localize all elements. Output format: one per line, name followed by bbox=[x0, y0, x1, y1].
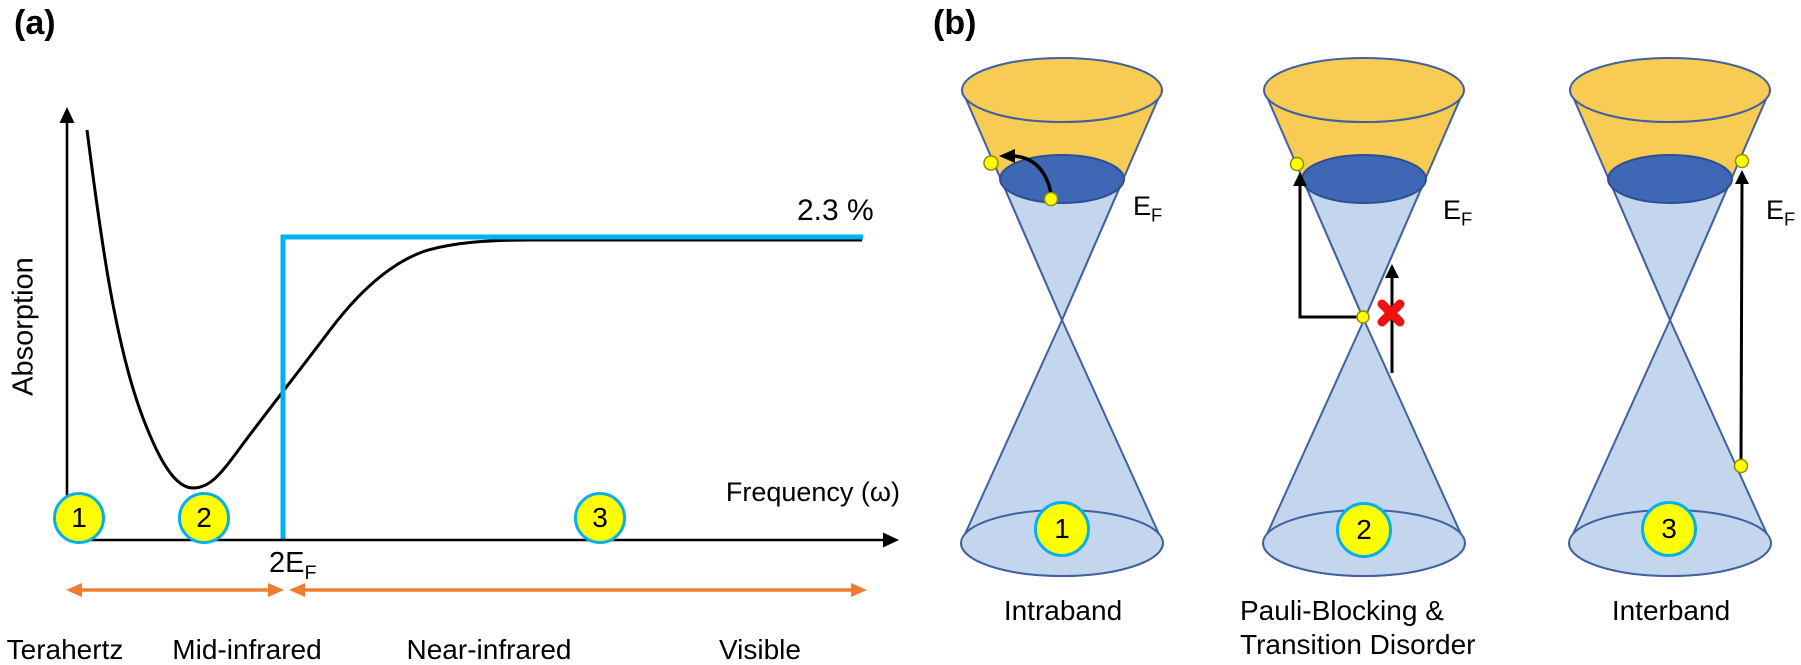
dirac-cone-2 bbox=[1261, 57, 1467, 577]
y-axis-arrowhead bbox=[59, 107, 75, 123]
cone-2-caption-line-1: Pauli-Blocking & bbox=[1240, 595, 1444, 626]
nearir-visible-range-arrow bbox=[289, 583, 867, 597]
cone-2-disorder-arrowhead bbox=[1293, 172, 1307, 186]
cone-3-interband-arrowhead bbox=[1735, 170, 1749, 184]
terahertz-midir-range-arrow bbox=[66, 583, 284, 597]
y-axis-title: Absorption bbox=[7, 257, 40, 396]
plot-marker-1: 1 bbox=[53, 492, 105, 544]
cone-2-number-badge: 2 bbox=[1336, 502, 1392, 558]
cone-1-number-badge: 1 bbox=[1034, 501, 1090, 557]
cone-3-caption: Interband bbox=[1611, 595, 1731, 626]
cone-1-electron-initial-dot bbox=[1043, 191, 1059, 207]
cone-1-fermi-level-label: EF bbox=[1133, 191, 1163, 226]
cone-3-electron-final-dot bbox=[1734, 153, 1750, 169]
cone-2-blocked-arrowhead bbox=[1385, 264, 1399, 278]
cone-2-disorder-transition-arrow bbox=[1298, 184, 1357, 319]
cone-2-electron-dirac-dot bbox=[1356, 310, 1370, 324]
absorption-curve bbox=[85, 129, 862, 490]
absorption-limit-label: 2.3 % bbox=[797, 194, 874, 227]
x-axis-title: Frequency (ω) bbox=[725, 477, 900, 507]
cone-2-electron-final-dot bbox=[1289, 156, 1305, 172]
cone-1-intraband-arrowhead bbox=[999, 149, 1015, 163]
region-label-mid-infrared: Mid-infrared bbox=[172, 634, 322, 665]
cone-1-top-opening bbox=[961, 57, 1163, 123]
region-label-near-infrared: Near-infrared bbox=[406, 634, 572, 665]
cone-2-caption-line-2: Transition Disorder bbox=[1240, 629, 1476, 660]
panel-b-label: (b) bbox=[933, 4, 977, 42]
plot-marker-2: 2 bbox=[178, 492, 230, 544]
cone-2-fermi-disk bbox=[1301, 154, 1427, 204]
step-function-line bbox=[280, 234, 863, 540]
cone-3-fermi-disk bbox=[1607, 154, 1733, 204]
cone-3-electron-initial-dot bbox=[1733, 458, 1749, 474]
plot-marker-3: 3 bbox=[574, 492, 626, 544]
cone-1-intraband-arrow bbox=[1011, 154, 1053, 194]
cone-3-interband-arrow bbox=[1739, 181, 1744, 463]
panel-a-label: (a) bbox=[14, 4, 56, 42]
x-axis-arrowhead bbox=[883, 532, 899, 548]
blocked-cross-icon bbox=[1377, 299, 1405, 327]
fermi-threshold-label: 2EF bbox=[269, 547, 317, 584]
cone-2-top-opening bbox=[1263, 57, 1465, 123]
cone-3-top-opening bbox=[1569, 57, 1771, 123]
region-label-visible: Visible bbox=[719, 634, 801, 665]
cone-1-fermi-disk bbox=[999, 154, 1125, 204]
cone-3-number-badge: 3 bbox=[1641, 501, 1697, 557]
cone-2-caption: Pauli-Blocking & Transition Disorder bbox=[1240, 594, 1475, 662]
region-label-terahertz: Terahertz bbox=[6, 634, 124, 665]
cone-1-electron-final-dot bbox=[983, 155, 999, 171]
dirac-cone-3 bbox=[1567, 57, 1773, 577]
cone-1-caption: Intraband bbox=[1003, 595, 1123, 626]
cone-3-fermi-level-label: EF bbox=[1766, 195, 1796, 230]
cone-2-fermi-level-label: EF bbox=[1443, 195, 1473, 230]
dirac-cone-1 bbox=[959, 57, 1165, 577]
